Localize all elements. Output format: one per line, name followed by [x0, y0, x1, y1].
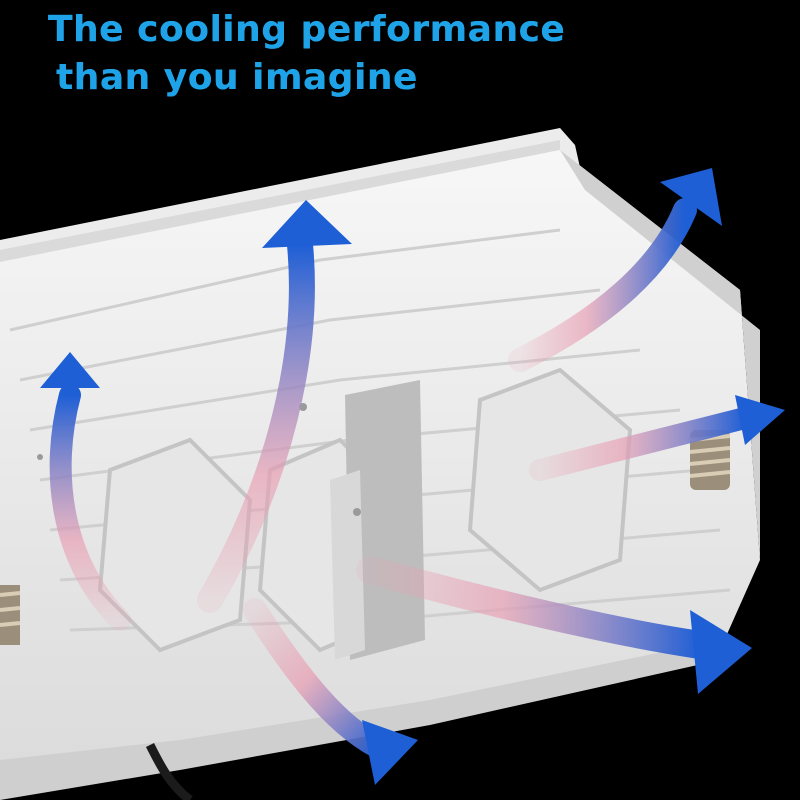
headline-line2-overlay: than you imagine [56, 57, 418, 98]
headline-line1: The cooling performance [48, 9, 566, 50]
heatsink-illustration [0, 128, 760, 800]
airflow-arrow [243, 598, 418, 785]
airflow-arrow [356, 556, 752, 694]
headline-line1-overlay: The cooling performance [48, 9, 566, 50]
airflow-arrow [40, 352, 131, 631]
headline-line2: than you imagine [56, 57, 418, 98]
headline-overlay: The cooling performance than you imagine [48, 6, 565, 102]
airflow-arrow [508, 168, 722, 372]
spring-screw [0, 585, 21, 645]
power-cable [145, 742, 193, 800]
airflow-arrow [197, 200, 352, 613]
headline: The cooling performance than you imagine [48, 6, 565, 102]
airflow-arrow [529, 395, 785, 481]
